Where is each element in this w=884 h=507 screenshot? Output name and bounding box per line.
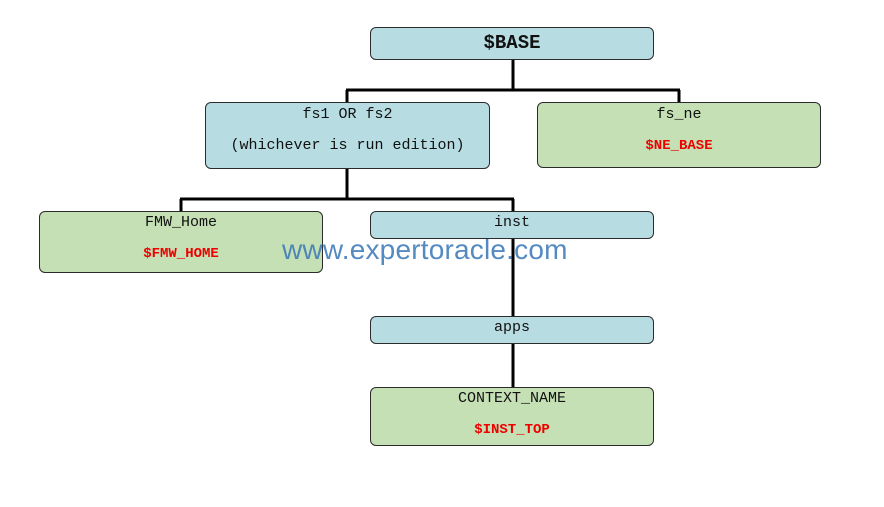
node-inst: inst bbox=[370, 211, 654, 239]
node-fs-ne: fs_ne $NE_BASE bbox=[537, 102, 821, 168]
node-fs-ne-label: fs_ne bbox=[656, 106, 702, 123]
node-context-name-variable: $INST_TOP bbox=[474, 422, 550, 438]
node-apps-label: apps bbox=[493, 319, 530, 336]
node-fs1-or-fs2: fs1 OR fs2 (whichever is run edition) bbox=[205, 102, 490, 169]
watermark: www.expertoracle.com bbox=[282, 234, 568, 265]
node-context-name-label: CONTEXT_NAME bbox=[457, 390, 567, 407]
node-fmw-home-variable: $FMW_HOME bbox=[143, 246, 219, 262]
node-base: $BASE bbox=[370, 27, 654, 60]
node-apps: apps bbox=[370, 316, 654, 344]
node-inst-label: inst bbox=[493, 214, 530, 231]
node-fmw-home-label: FMW_Home bbox=[144, 214, 217, 231]
node-context-name: CONTEXT_NAME $INST_TOP bbox=[370, 387, 654, 446]
node-base-label: $BASE bbox=[483, 32, 541, 54]
node-fs-label: fs1 OR fs2 bbox=[302, 106, 393, 123]
node-fs-ne-variable: $NE_BASE bbox=[645, 138, 713, 154]
node-fmw-home: FMW_Home $FMW_HOME bbox=[39, 211, 323, 273]
node-fs-note: (whichever is run edition) bbox=[230, 137, 465, 154]
